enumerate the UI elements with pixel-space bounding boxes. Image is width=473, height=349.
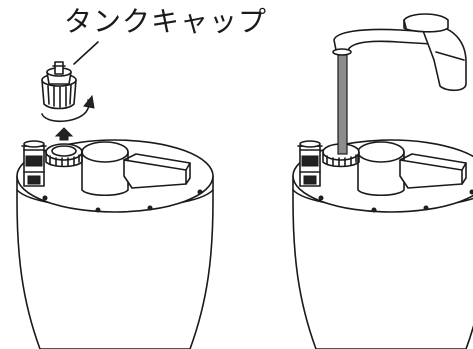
screw-dot xyxy=(96,208,100,212)
screw-dot xyxy=(198,190,202,194)
faucet-spout xyxy=(334,29,432,50)
tank-cap xyxy=(42,62,76,109)
screw-dot xyxy=(43,196,47,200)
screw-dot xyxy=(372,208,376,212)
faucet-lever xyxy=(404,14,448,32)
screw-dot xyxy=(424,206,428,210)
screw-dot xyxy=(319,196,323,200)
water-stream xyxy=(338,54,347,154)
left-tank-illustration xyxy=(17,62,213,349)
screw-dot xyxy=(148,206,152,210)
right-center-column xyxy=(358,142,404,162)
right-tank-illustration xyxy=(293,14,473,349)
lift-arrow-icon xyxy=(56,128,72,140)
left-center-column xyxy=(82,142,128,162)
label-leader-line xyxy=(74,42,98,64)
